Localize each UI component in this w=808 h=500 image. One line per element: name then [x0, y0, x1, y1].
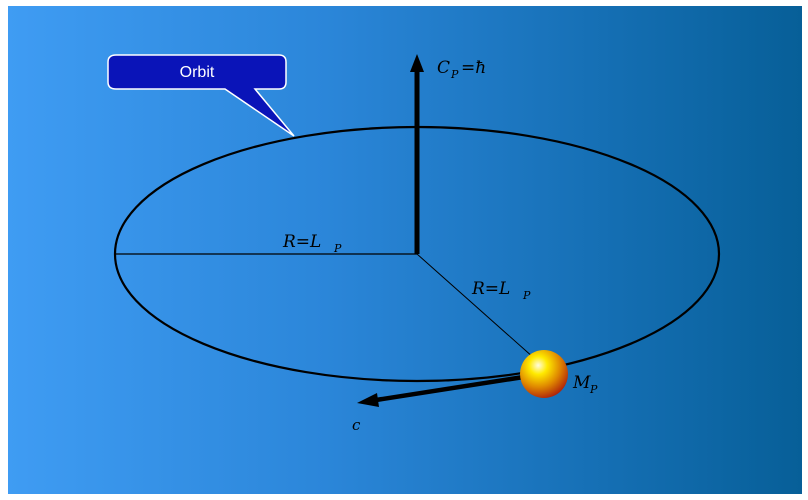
angular-momentum-subscript: P: [450, 68, 459, 81]
mass-sphere: [520, 350, 568, 398]
radius-horizontal-main: R=L: [282, 232, 321, 252]
velocity-label: c: [352, 416, 361, 434]
mass-symbol: M: [572, 373, 591, 393]
radius-horizontal-subscript: P: [333, 242, 342, 255]
radius-line-diagonal: [416, 253, 535, 359]
angular-momentum-arrow: [410, 54, 424, 254]
angular-momentum-value: =ħ: [461, 58, 486, 78]
mass-subscript: P: [589, 383, 598, 396]
radius-diagonal-subscript: P: [522, 289, 531, 302]
velocity-arrow: [357, 373, 531, 407]
radius-horizontal-label: R=L P: [282, 232, 342, 255]
radius-diagonal-main: R=L: [471, 279, 510, 299]
orbit-callout: Orbit: [107, 54, 295, 137]
radius-diagonal-label: R=L P: [471, 279, 531, 302]
angular-momentum-label: C P =ħ: [437, 58, 486, 81]
mass-label: M P: [572, 373, 598, 396]
orbit-callout-label: Orbit: [180, 64, 215, 81]
angular-momentum-symbol: C: [437, 58, 450, 78]
